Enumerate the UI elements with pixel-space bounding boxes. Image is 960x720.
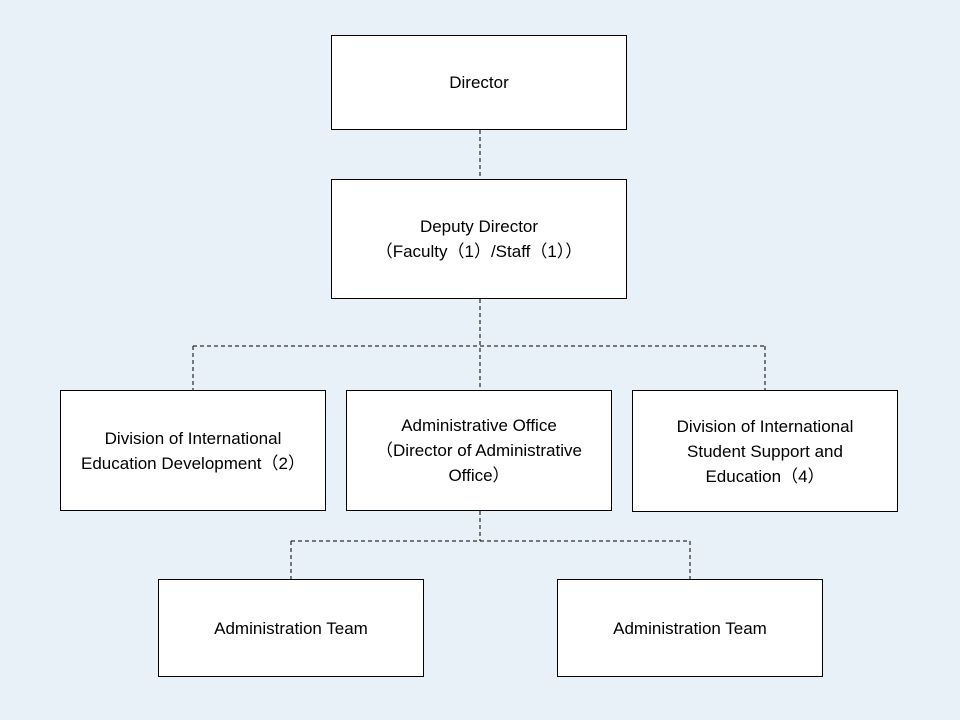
division-issse-line-1: Division of International — [676, 416, 854, 436]
admin-office-line-1: Administrative Office — [401, 416, 557, 435]
connector-deputy-divisions — [192, 299, 766, 390]
administration-team-box-1: Administration Team — [158, 579, 424, 677]
director-box: Director — [331, 35, 627, 130]
administrative-office-box: Administrative Office （Director of Admin… — [346, 390, 612, 511]
division-issse-line-2: Student Support and — [687, 441, 843, 461]
division-ied-line-1: Division of International — [104, 428, 282, 448]
director-label: Director — [449, 73, 509, 92]
division-intl-student-support-box: Division of International Student Suppor… — [632, 390, 898, 512]
administration-team-box-2: Administration Team — [557, 579, 823, 677]
administration-team-1-label: Administration Team — [214, 618, 368, 638]
division-intl-education-development-box: Division of International Education Deve… — [60, 390, 326, 511]
deputy-director-label: Deputy Director — [419, 217, 539, 236]
connector-office-teams — [290, 511, 691, 579]
deputy-director-box: Deputy Director （Faculty（1）/Staff（1）） — [331, 179, 627, 299]
admin-office-line-3: Office） — [448, 466, 510, 485]
division-issse-line-3: Education（4） — [705, 466, 825, 486]
admin-office-line-2: （Director of Administrative — [376, 441, 582, 460]
division-ied-line-2: Education Development（2） — [81, 453, 305, 473]
administration-team-2-label: Administration Team — [613, 618, 767, 638]
deputy-director-detail: （Faculty（1）/Staff（1）） — [375, 242, 583, 261]
